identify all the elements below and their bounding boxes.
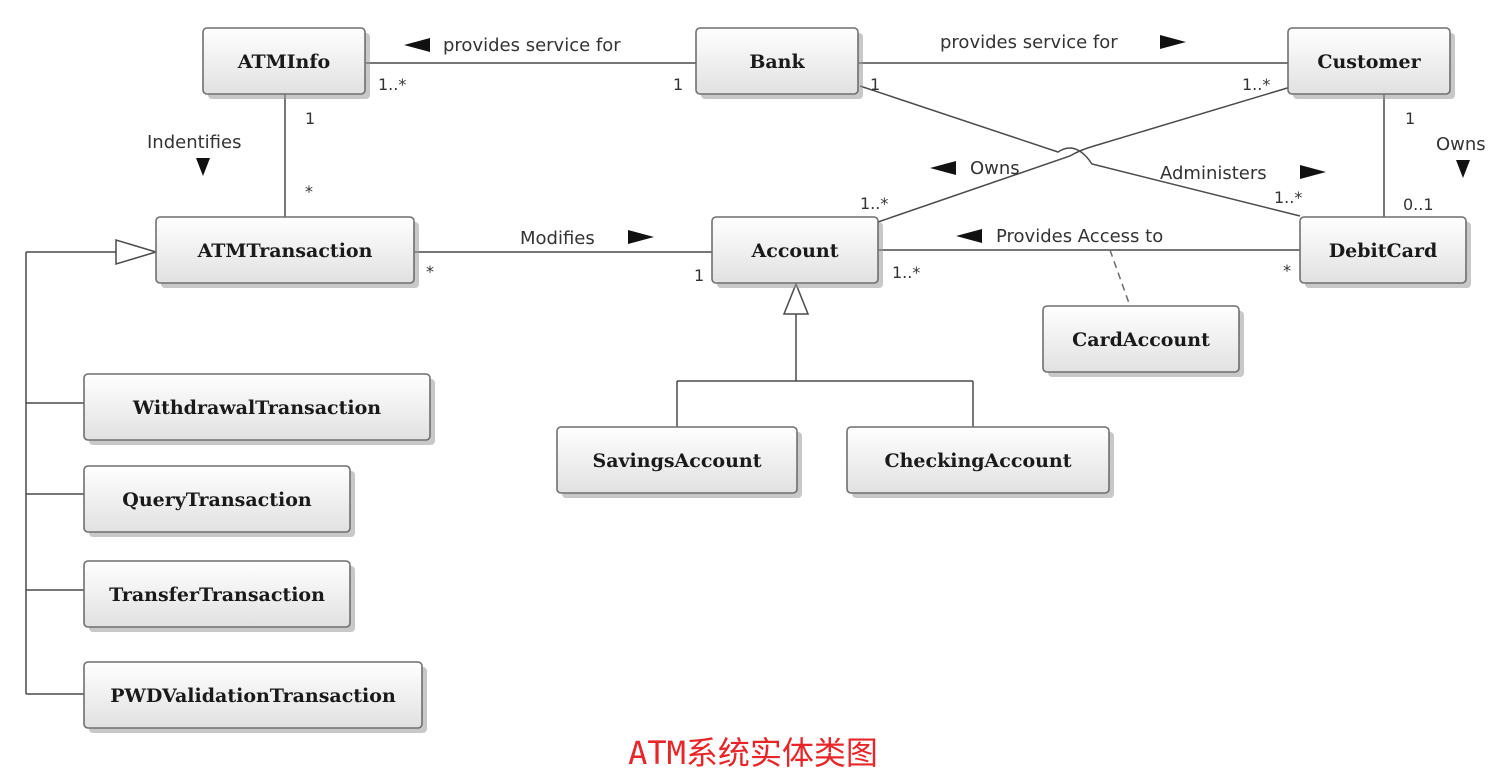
- label-customer-debitcard: Owns: [1436, 134, 1486, 155]
- class-pwdvalidation-name: PWDValidationTransaction: [110, 685, 396, 707]
- account-generalization-arrow: [782, 281, 810, 315]
- class-transfertransaction[interactable]: TransferTransaction: [83, 560, 355, 632]
- class-debitcard[interactable]: DebitCard: [1299, 216, 1471, 288]
- class-atmtransaction-name: ATMTransaction: [197, 240, 373, 262]
- class-withdrawaltransaction[interactable]: WithdrawalTransaction: [83, 373, 435, 445]
- mult-customer-debitcard-customer: 1: [1405, 109, 1415, 128]
- class-bank[interactable]: Bank: [695, 27, 863, 99]
- class-bank-name: Bank: [749, 51, 805, 73]
- mult-customer-account-account: 1..*: [860, 194, 888, 213]
- class-query-name: QueryTransaction: [122, 489, 312, 511]
- class-savings-name: SavingsAccount: [592, 450, 761, 472]
- mult-atmtransaction-account-atmtransaction: *: [426, 262, 434, 281]
- mult-account-debitcard-debitcard: *: [1283, 261, 1291, 280]
- class-cardaccount[interactable]: CardAccount: [1042, 305, 1244, 377]
- class-customer-name: Customer: [1317, 51, 1421, 73]
- class-savingsaccount[interactable]: SavingsAccount: [556, 426, 802, 498]
- edge-customer-account: [877, 85, 1295, 223]
- label-bank-debitcard: Administers: [1160, 163, 1267, 184]
- edge-cardaccount-link: [1109, 249, 1131, 307]
- direction-right-icon: [1160, 35, 1186, 49]
- direction-left-icon: [956, 229, 982, 243]
- class-cardaccount-name: CardAccount: [1072, 329, 1210, 351]
- class-account-name: Account: [751, 240, 839, 262]
- class-account[interactable]: Account: [711, 216, 883, 288]
- class-customer[interactable]: Customer: [1287, 27, 1455, 99]
- class-pwdvalidationtransaction[interactable]: PWDValidationTransaction: [83, 661, 427, 733]
- label-atminfo-bank: provides service for: [443, 35, 621, 56]
- atmtransaction-generalization-arrow: [115, 238, 159, 266]
- direction-right-icon: [1300, 165, 1326, 179]
- mult-customer-debitcard-debitcard: 0..1: [1403, 195, 1434, 214]
- mult-atminfo-atmtransaction-atmtransaction: *: [305, 182, 313, 201]
- class-checking-name: CheckingAccount: [884, 450, 1071, 472]
- class-atminfo[interactable]: ATMInfo: [202, 27, 370, 99]
- direction-down-icon: [1456, 160, 1470, 178]
- direction-left-icon: [930, 161, 956, 175]
- mult-atminfo-bank-atminfo: 1..*: [378, 75, 406, 94]
- class-atminfo-name: ATMInfo: [237, 51, 330, 73]
- class-querytransaction[interactable]: QueryTransaction: [83, 465, 355, 537]
- label-atminfo-atmtransaction: Indentifies: [147, 132, 241, 153]
- class-checkingaccount[interactable]: CheckingAccount: [846, 426, 1114, 498]
- direction-right-icon: [628, 230, 654, 244]
- label-account-debitcard: Provides Access to: [996, 226, 1163, 247]
- association-lines: [25, 62, 1385, 695]
- mult-account-debitcard-account: 1..*: [892, 263, 920, 282]
- class-withdrawal-name: WithdrawalTransaction: [132, 397, 381, 419]
- edge-bank-debitcard: [859, 85, 1301, 217]
- label-customer-account: Owns: [970, 158, 1020, 179]
- mult-atminfo-atmtransaction-atminfo: 1: [305, 109, 315, 128]
- label-atmtransaction-account: Modifies: [520, 228, 595, 249]
- class-debitcard-name: DebitCard: [1329, 240, 1438, 262]
- direction-down-icon: [196, 158, 210, 176]
- diagram-caption: ATM系统实体类图: [628, 734, 878, 772]
- label-bank-customer: provides service for: [940, 32, 1118, 53]
- mult-bank-customer-bank: 1: [870, 75, 880, 94]
- direction-left-icon: [404, 38, 430, 52]
- class-transfer-name: TransferTransaction: [109, 584, 325, 606]
- mult-atmtransaction-account-account: 1: [694, 266, 704, 285]
- mult-bank-customer-customer: 1..*: [1242, 75, 1270, 94]
- class-atmtransaction[interactable]: ATMTransaction: [155, 216, 419, 288]
- mult-atminfo-bank-bank: 1: [673, 75, 683, 94]
- mult-bank-debitcard-debitcard: 1..*: [1274, 188, 1302, 207]
